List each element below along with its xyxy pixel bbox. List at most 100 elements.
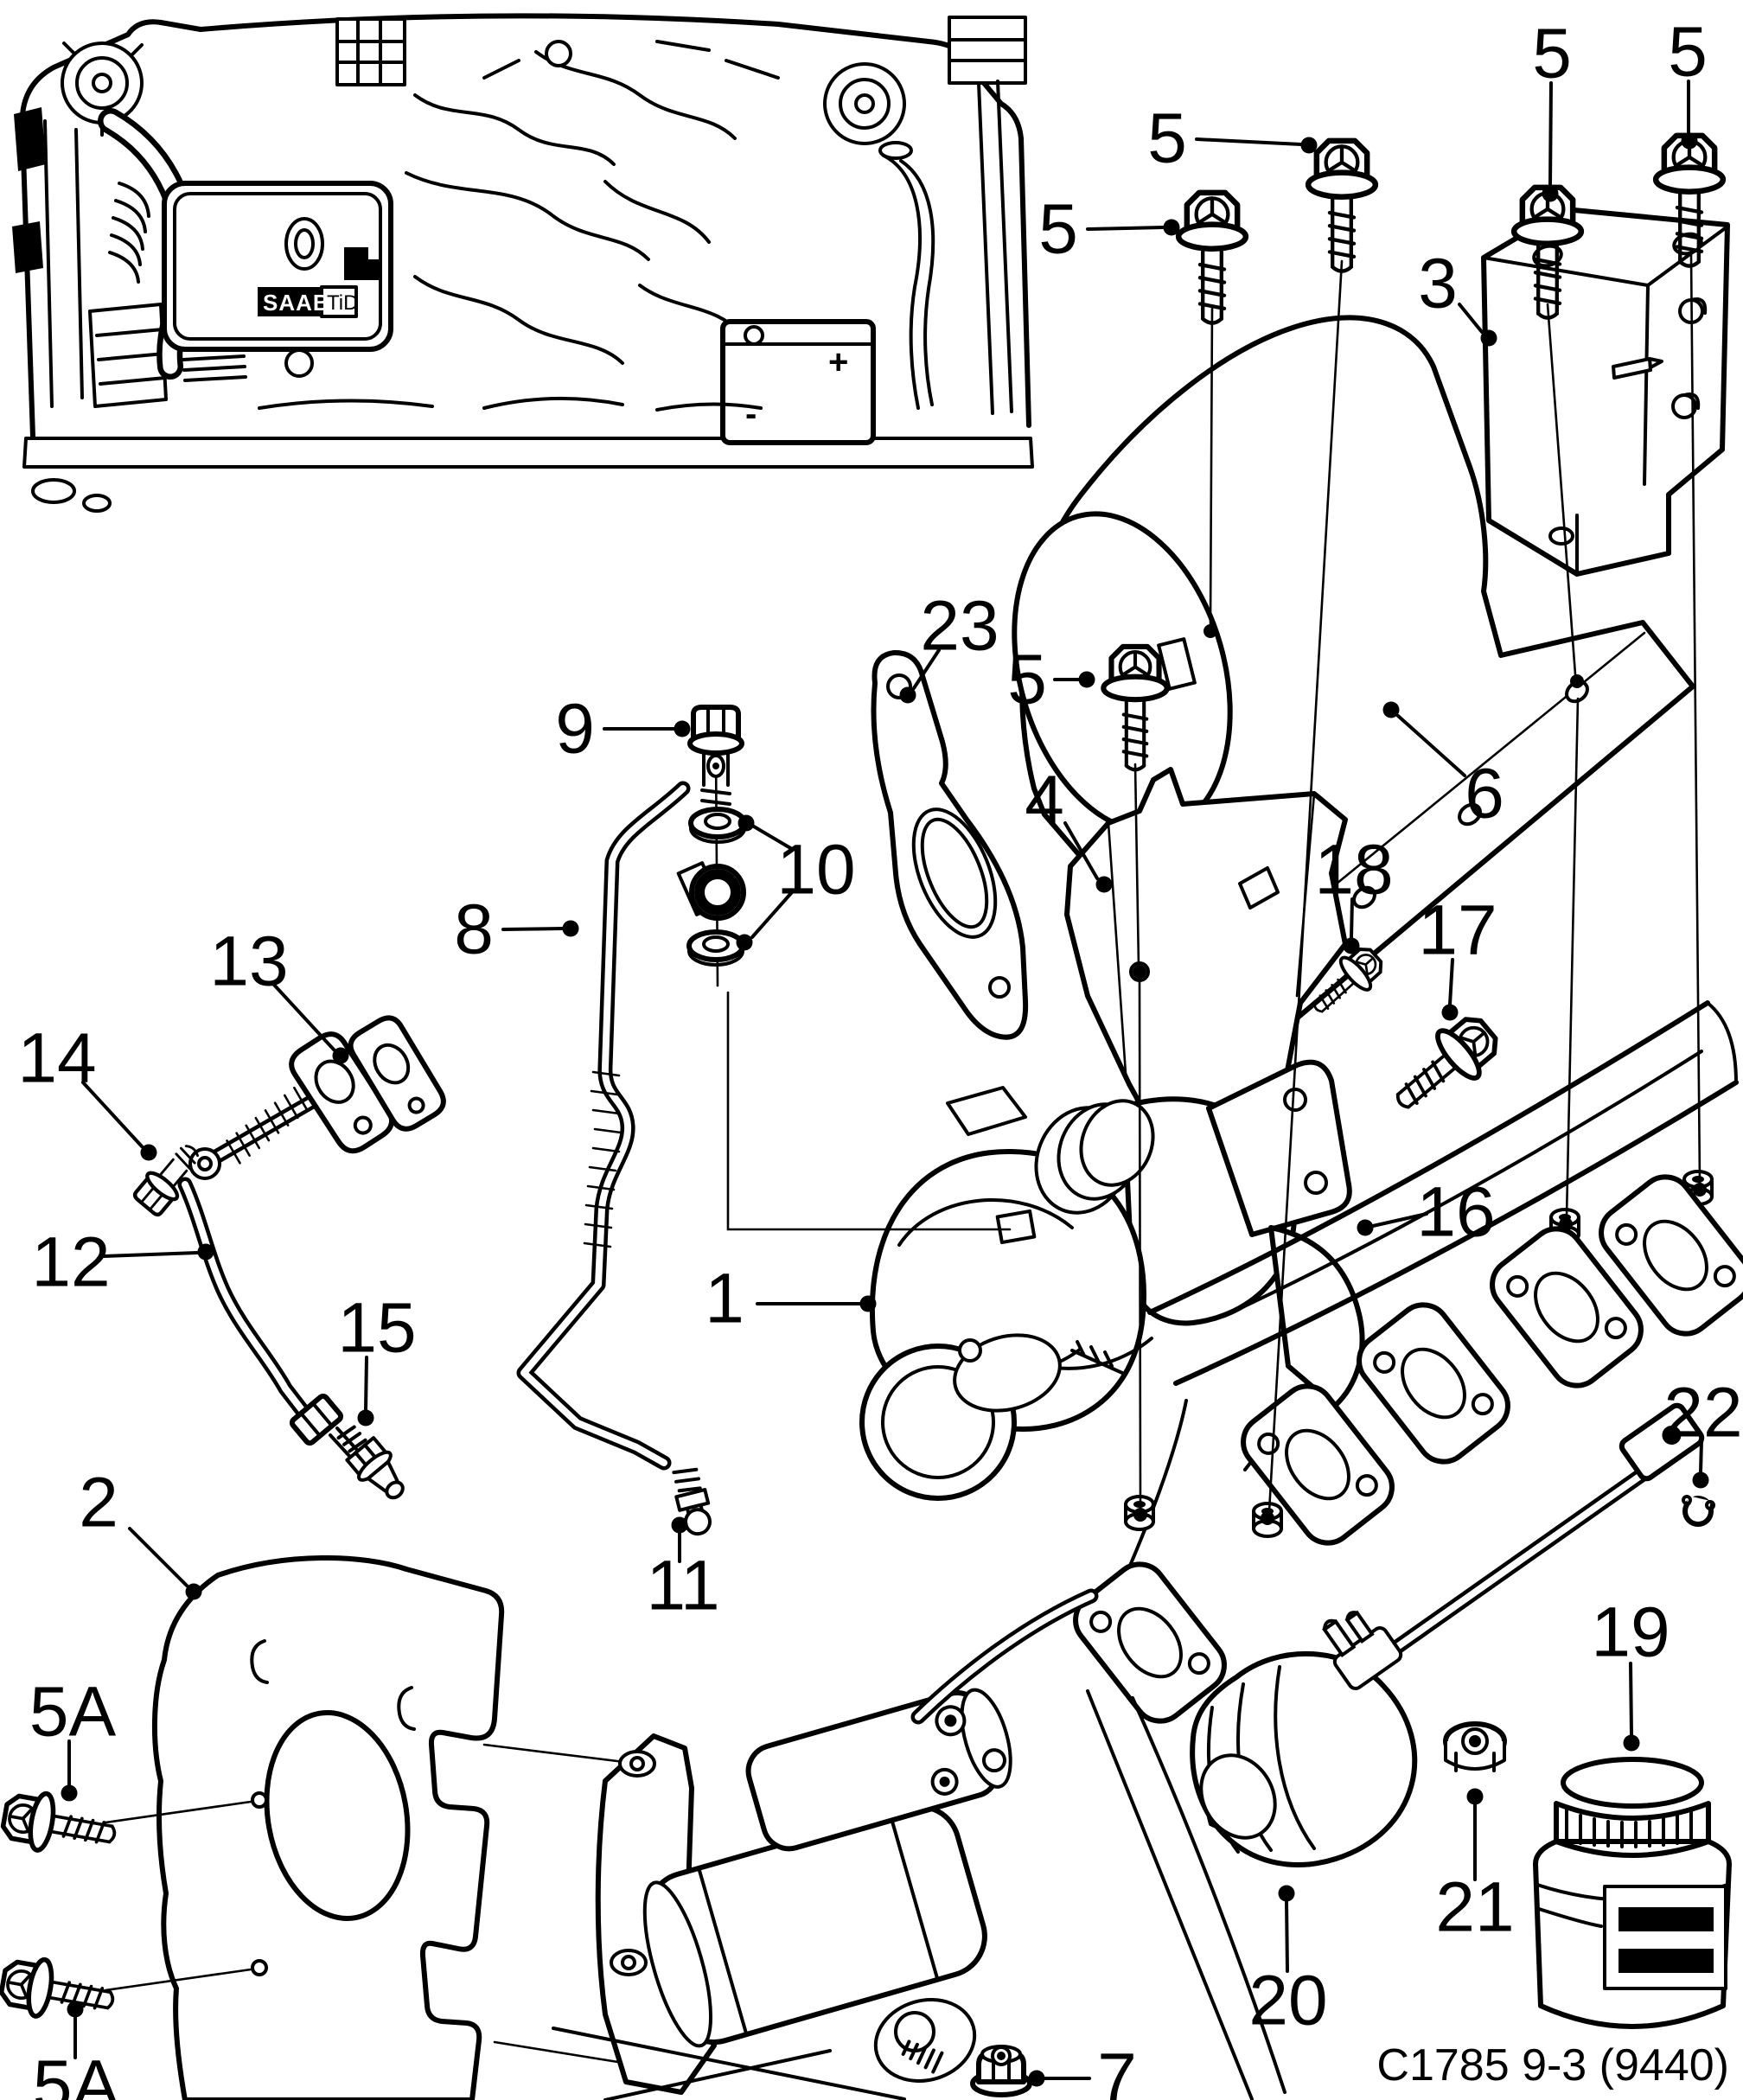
starter-body xyxy=(642,1803,987,2048)
oil-nipple-11 xyxy=(672,1467,712,1536)
callout-label-1: 1 xyxy=(705,1260,744,1338)
oil-feed-boss xyxy=(995,1209,1037,1245)
strut-tower-right xyxy=(823,62,906,145)
callout-4: 4 xyxy=(1025,762,1113,893)
callout-5: 5 xyxy=(1007,641,1095,719)
nut-7 xyxy=(970,2045,1032,2097)
callout-6: 6 xyxy=(1382,701,1504,833)
callout-label-14: 14 xyxy=(17,1019,96,1098)
callout-3: 3 xyxy=(1418,245,1497,347)
callout-20: 20 xyxy=(1248,1885,1328,2040)
callout-label-7: 7 xyxy=(1097,2039,1137,2100)
battery: + - xyxy=(720,319,876,445)
callout-label-5A: 5A xyxy=(29,1673,117,1752)
bolt-17 xyxy=(1382,1007,1507,1127)
callout-13: 13 xyxy=(209,922,349,1064)
callout-label-20: 20 xyxy=(1248,1962,1327,2040)
wastegate-rod xyxy=(1351,1402,1705,1682)
mount-lug xyxy=(610,1750,656,1976)
circlip-22 xyxy=(1682,1495,1715,1527)
callout-label-5A: 5A xyxy=(33,2046,120,2100)
callout-label-15: 15 xyxy=(337,1289,416,1368)
callout-label-17: 17 xyxy=(1418,891,1497,970)
starter-motor xyxy=(482,1588,1099,2100)
shield-opening xyxy=(264,1710,411,1921)
callout-label-13: 13 xyxy=(209,922,288,1001)
callout-label-12: 12 xyxy=(31,1223,110,1302)
callout-label-8: 8 xyxy=(454,890,494,969)
callout-label-9: 9 xyxy=(555,690,595,769)
callout-5: 5 xyxy=(1532,15,1572,202)
callout-label-18: 18 xyxy=(1314,831,1393,910)
wastegate-actuator-20 xyxy=(1190,1610,1418,1867)
callout-15: 15 xyxy=(337,1289,417,1427)
callout-label-5: 5 xyxy=(1007,641,1047,719)
oil-return-pipe-12 xyxy=(177,1083,358,1458)
callout-5A: 5A xyxy=(33,2001,120,2100)
oil-container-19 xyxy=(1533,1757,1732,2029)
fuse-box xyxy=(948,16,1027,85)
union-elbow xyxy=(676,861,746,921)
callout-12: 12 xyxy=(31,1223,214,1302)
callout-label-19: 19 xyxy=(1591,1593,1670,1672)
callout-7: 7 xyxy=(1028,2039,1137,2100)
callout-5: 5 xyxy=(1038,190,1180,269)
callout-1: 1 xyxy=(705,1260,877,1338)
stud-7 xyxy=(901,2039,944,2074)
figure-caption: C1785 9-3 (9440) xyxy=(1376,2040,1729,2090)
callout-23: 23 xyxy=(899,587,999,704)
callout-label-11: 11 xyxy=(646,1547,719,1625)
callout-label-3: 3 xyxy=(1418,245,1458,323)
callout-5: 5 xyxy=(1668,13,1708,150)
callout-22: 22 xyxy=(1663,1374,1743,1489)
gasket-23 xyxy=(871,649,1029,1040)
heat-shield-starter-2 xyxy=(151,1555,505,2100)
callout-label-6: 6 xyxy=(1465,755,1504,833)
bolt-5A xyxy=(0,1953,118,2029)
bolt-5A xyxy=(0,1787,119,1863)
battery-negative-mark: - xyxy=(745,395,757,433)
callout-11: 11 xyxy=(646,1516,720,1625)
callout-17: 17 xyxy=(1418,891,1497,1021)
sealing-washers-10 xyxy=(676,809,746,965)
callout-label-2: 2 xyxy=(79,1464,118,1542)
chra-cartridge xyxy=(1034,1099,1155,1215)
callout-10: 10 xyxy=(736,814,856,951)
callout-5: 5 xyxy=(1147,99,1318,178)
banjo-bolt-14 xyxy=(132,1145,199,1217)
banjo-bolt-9 xyxy=(687,705,744,825)
gaskets-13 xyxy=(289,1015,446,1154)
callout-18: 18 xyxy=(1314,831,1394,954)
callout-5A: 5A xyxy=(29,1673,117,1802)
callout-label-5: 5 xyxy=(1668,13,1708,92)
starter-solenoid xyxy=(745,1688,1012,1852)
fitting-15 xyxy=(336,1425,405,1500)
callout-label-5: 5 xyxy=(1038,190,1078,269)
callout-label-21: 21 xyxy=(1435,1868,1514,1947)
callout-16: 16 xyxy=(1357,1173,1496,1252)
callout-label-5: 5 xyxy=(1147,99,1187,178)
callout-label-22: 22 xyxy=(1663,1374,1742,1452)
callout-14: 14 xyxy=(17,1019,157,1161)
engine-cover: SAAB TiD xyxy=(162,181,393,382)
callout-8: 8 xyxy=(454,890,579,969)
callout-label-23: 23 xyxy=(920,587,999,666)
callout-label-4: 4 xyxy=(1025,762,1064,840)
callout-label-5: 5 xyxy=(1532,15,1572,93)
bolt-5 xyxy=(1308,141,1376,271)
battery-positive-mark: + xyxy=(828,343,848,381)
engine-bay-illustration: SAAB TiD + - xyxy=(12,13,1034,513)
assembly-lines xyxy=(104,253,1707,1992)
manifold-flange xyxy=(1349,1294,1518,1471)
relay-box xyxy=(335,17,406,86)
pipe-nut xyxy=(289,1393,344,1446)
callout-9: 9 xyxy=(555,690,691,769)
callout-label-10: 10 xyxy=(776,831,855,910)
callout-19: 19 xyxy=(1591,1593,1670,1752)
nut-21 xyxy=(1443,1721,1507,1772)
badge-saab-text: SAAB xyxy=(263,290,330,316)
oil-feed-pipe-8 xyxy=(516,781,691,1471)
callout-label-16: 16 xyxy=(1416,1173,1495,1252)
